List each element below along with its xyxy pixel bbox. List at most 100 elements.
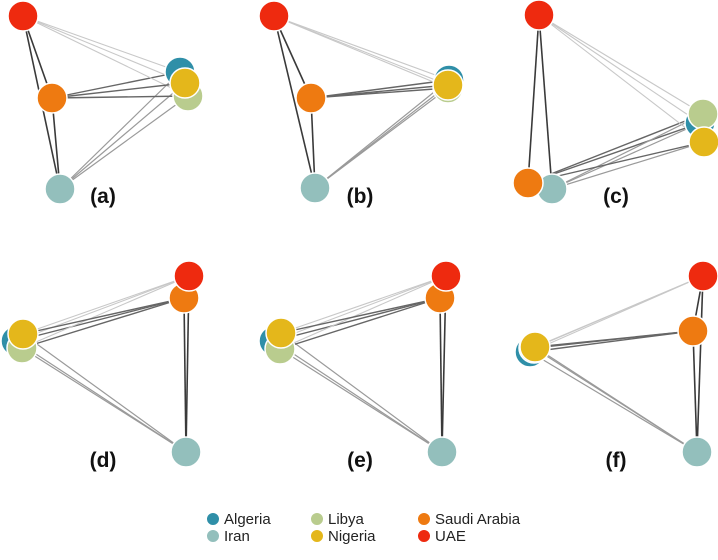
legend-label-libya: Libya — [328, 511, 365, 528]
node-b-nigeria — [432, 69, 464, 101]
legend: Algeria Iran Libya Nigeria Saudi Arabia … — [206, 511, 521, 545]
edge-c-algeria-saudi — [527, 122, 701, 184]
node-a-uae — [7, 0, 39, 32]
legend-item-iran: Iran — [206, 528, 250, 545]
panel-a-nodes — [7, 0, 204, 205]
edge-d-algeria-uae — [15, 275, 190, 342]
legend-swatch-algeria — [206, 512, 220, 526]
edge-a-libya-uae — [22, 15, 189, 97]
panel-label-a: (a) — [90, 185, 116, 208]
node-c-uae — [523, 0, 555, 31]
edge-b-nigeria-saudi — [310, 84, 449, 99]
edge-f-iran-nigeria — [534, 346, 698, 453]
panel-label-c: (c) — [603, 185, 629, 208]
edge-e-nigeria-uae — [280, 275, 447, 334]
node-d-iran — [170, 436, 202, 468]
edge-e-libya-saudi — [279, 297, 441, 350]
edge-c-iran-nigeria — [551, 141, 705, 190]
node-e-nigeria — [265, 317, 297, 349]
edge-c-iran-uae — [538, 14, 553, 190]
edge-f-nigeria-saudi — [534, 330, 694, 348]
node-e-iran — [426, 436, 458, 468]
legend-label-nigeria: Nigeria — [328, 528, 376, 545]
edge-a-nigeria-saudi — [51, 82, 186, 99]
node-a-saudi — [36, 82, 68, 114]
edge-d-nigeria-uae — [22, 275, 190, 335]
edge-b-algeria-saudi — [310, 79, 450, 99]
node-d-uae — [173, 260, 205, 292]
panel-label-b: (b) — [347, 185, 374, 208]
legend-label-iran: Iran — [224, 528, 250, 545]
edge-c-algeria-uae — [538, 14, 701, 124]
edge-d-libya-uae — [21, 275, 190, 349]
edge-d-iran-libya — [21, 347, 187, 453]
legend-label-saudi-arabia: Saudi Arabia — [435, 511, 521, 528]
edge-e-iran-saudi — [439, 297, 443, 453]
panel-c-nodes — [512, 0, 718, 205]
node-b-uae — [258, 0, 290, 32]
panel-e-edges — [273, 275, 447, 453]
edge-f-iran-saudi — [692, 330, 698, 453]
node-f-iran — [681, 436, 713, 468]
edge-b-iran-uae — [273, 15, 316, 189]
nodes-layer — [0, 0, 718, 468]
edge-d-algeria-saudi — [15, 297, 185, 342]
legend-swatch-libya — [310, 512, 324, 526]
edge-a-algeria-uae — [22, 15, 181, 73]
node-c-nigeria — [688, 126, 718, 158]
node-f-saudi — [677, 315, 709, 347]
edge-f-iran-uae — [696, 275, 704, 453]
edge-c-nigeria-uae — [538, 14, 705, 143]
edge-b-algeria-uae — [273, 15, 450, 81]
legend-item-saudi-arabia: Saudi Arabia — [417, 511, 521, 528]
legend-swatch-iran — [206, 529, 220, 543]
edge-e-libya-uae — [279, 275, 447, 350]
edge-c-algeria-iran — [551, 122, 701, 190]
edge-a-algeria-saudi — [51, 71, 181, 99]
edge-b-nigeria-uae — [273, 15, 449, 86]
panel-e-nodes — [258, 260, 462, 468]
node-b-iran — [299, 172, 331, 204]
edge-c-saudi-uae — [527, 14, 540, 184]
edge-c-libya-saudi — [527, 113, 704, 184]
legend-item-uae: UAE — [417, 528, 466, 545]
node-a-iran — [44, 173, 76, 205]
node-e-uae — [430, 260, 462, 292]
legend-item-nigeria: Nigeria — [310, 528, 376, 545]
edge-e-nigeria-saudi — [280, 297, 441, 334]
node-f-nigeria — [519, 331, 551, 363]
node-a-nigeria — [169, 67, 201, 99]
panel-label-f: (f) — [606, 449, 627, 472]
panel-c-edges — [527, 14, 705, 190]
edge-a-iran-libya — [59, 95, 189, 190]
panel-d-edges — [15, 275, 190, 453]
edge-a-algeria-iran — [59, 71, 181, 190]
panel-f-nodes — [514, 260, 718, 468]
panel-label-e: (e) — [347, 449, 373, 472]
legend-item-algeria: Algeria — [206, 511, 271, 528]
node-c-saudi — [512, 167, 544, 199]
edge-d-nigeria-saudi — [22, 297, 185, 335]
edges-layer — [15, 14, 705, 453]
edge-e-iran-libya — [279, 348, 443, 453]
legend-item-libya: Libya — [310, 511, 365, 528]
node-d-nigeria — [7, 318, 39, 350]
edge-f-algeria-iran — [529, 351, 698, 453]
node-b-saudi — [295, 82, 327, 114]
edge-e-algeria-saudi — [273, 297, 441, 342]
node-f-uae — [687, 260, 718, 292]
legend-label-uae: UAE — [435, 528, 466, 545]
panel-b-nodes — [258, 0, 465, 204]
legend-swatch-saudi-arabia — [417, 512, 431, 526]
edge-f-nigeria-uae — [534, 275, 704, 348]
node-c-libya — [687, 98, 718, 130]
edge-a-libya-saudi — [51, 95, 189, 99]
edge-e-iran-nigeria — [280, 332, 443, 453]
legend-swatch-uae — [417, 529, 431, 543]
edge-d-iran-nigeria — [22, 333, 187, 453]
edge-a-iran-nigeria — [59, 82, 186, 190]
panel-f-edges — [529, 275, 704, 453]
edge-e-algeria-uae — [273, 275, 447, 342]
panel-d-nodes — [0, 260, 205, 468]
